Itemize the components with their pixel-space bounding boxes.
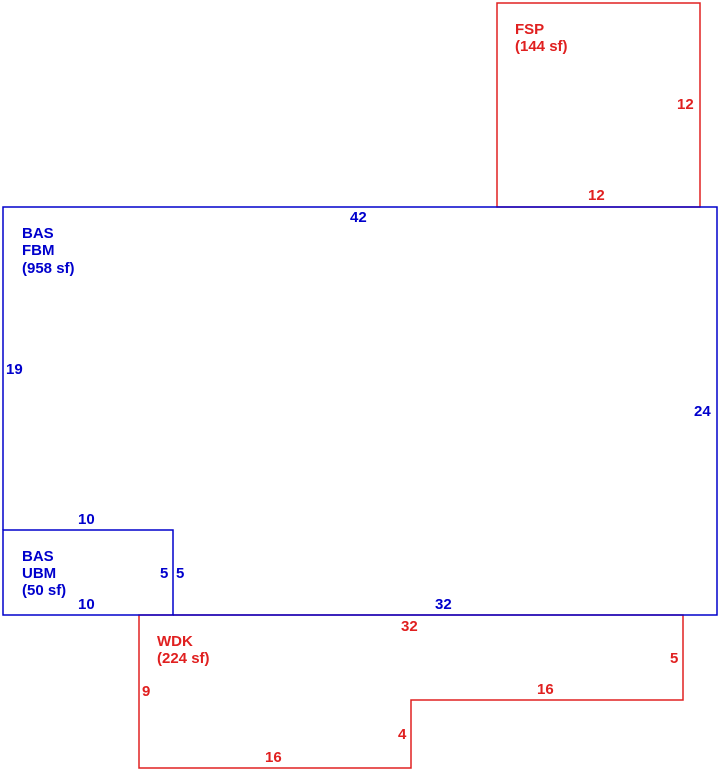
wdk-dim-left: 9 [142,683,150,700]
fsp-dim-bottom: 12 [588,187,605,204]
wdk-dim-top: 32 [401,618,418,635]
bas-fbm-dim-right: 24 [694,403,711,420]
wdk-outline [138,614,684,769]
bas-ubm-outline [2,529,174,616]
wdk-area-label: (224 sf) [157,650,210,667]
bas-ubm-area-label: (50 sf) [22,582,66,599]
bas-fbm-dim-top: 42 [350,209,367,226]
wdk-area: WDK (224 sf) 32 5 16 9 4 16 [138,614,684,769]
bas-ubm-dim-bottom: 10 [78,596,95,613]
bas-ubm-area: BAS UBM (50 sf) 5 10 5 [2,529,184,616]
fsp-dim-right: 12 [677,96,694,113]
wdk-dim-inner: 4 [398,726,407,743]
bas-fbm-dim-bottom: 32 [435,596,452,613]
bas-fbm-area-label: (958 sf) [22,260,75,277]
bas-fbm-outline [2,206,718,616]
bas-ubm-subcode: UBM [22,565,56,582]
bas-fbm-dim-left: 19 [6,361,23,378]
bas-fbm-area: BAS FBM (958 sf) 42 19 24 10 32 [2,206,718,616]
bas-ubm-dim-right-outer: 5 [176,565,184,582]
wdk-dim-step: 16 [537,681,554,698]
fsp-area-label: (144 sf) [515,38,568,55]
bas-fbm-dim-notch: 10 [78,511,95,528]
wdk-code: WDK [157,633,193,650]
bas-ubm-dim-right-inner: 5 [160,565,168,582]
wdk-dim-right: 5 [670,650,678,667]
bas-fbm-subcode: FBM [22,242,55,259]
wdk-dim-bottom: 16 [265,749,282,766]
fsp-area: FSP (144 sf) 12 12 [496,2,701,208]
bas-ubm-code: BAS [22,548,54,565]
bas-fbm-code: BAS [22,225,54,242]
fsp-code: FSP [515,21,544,38]
